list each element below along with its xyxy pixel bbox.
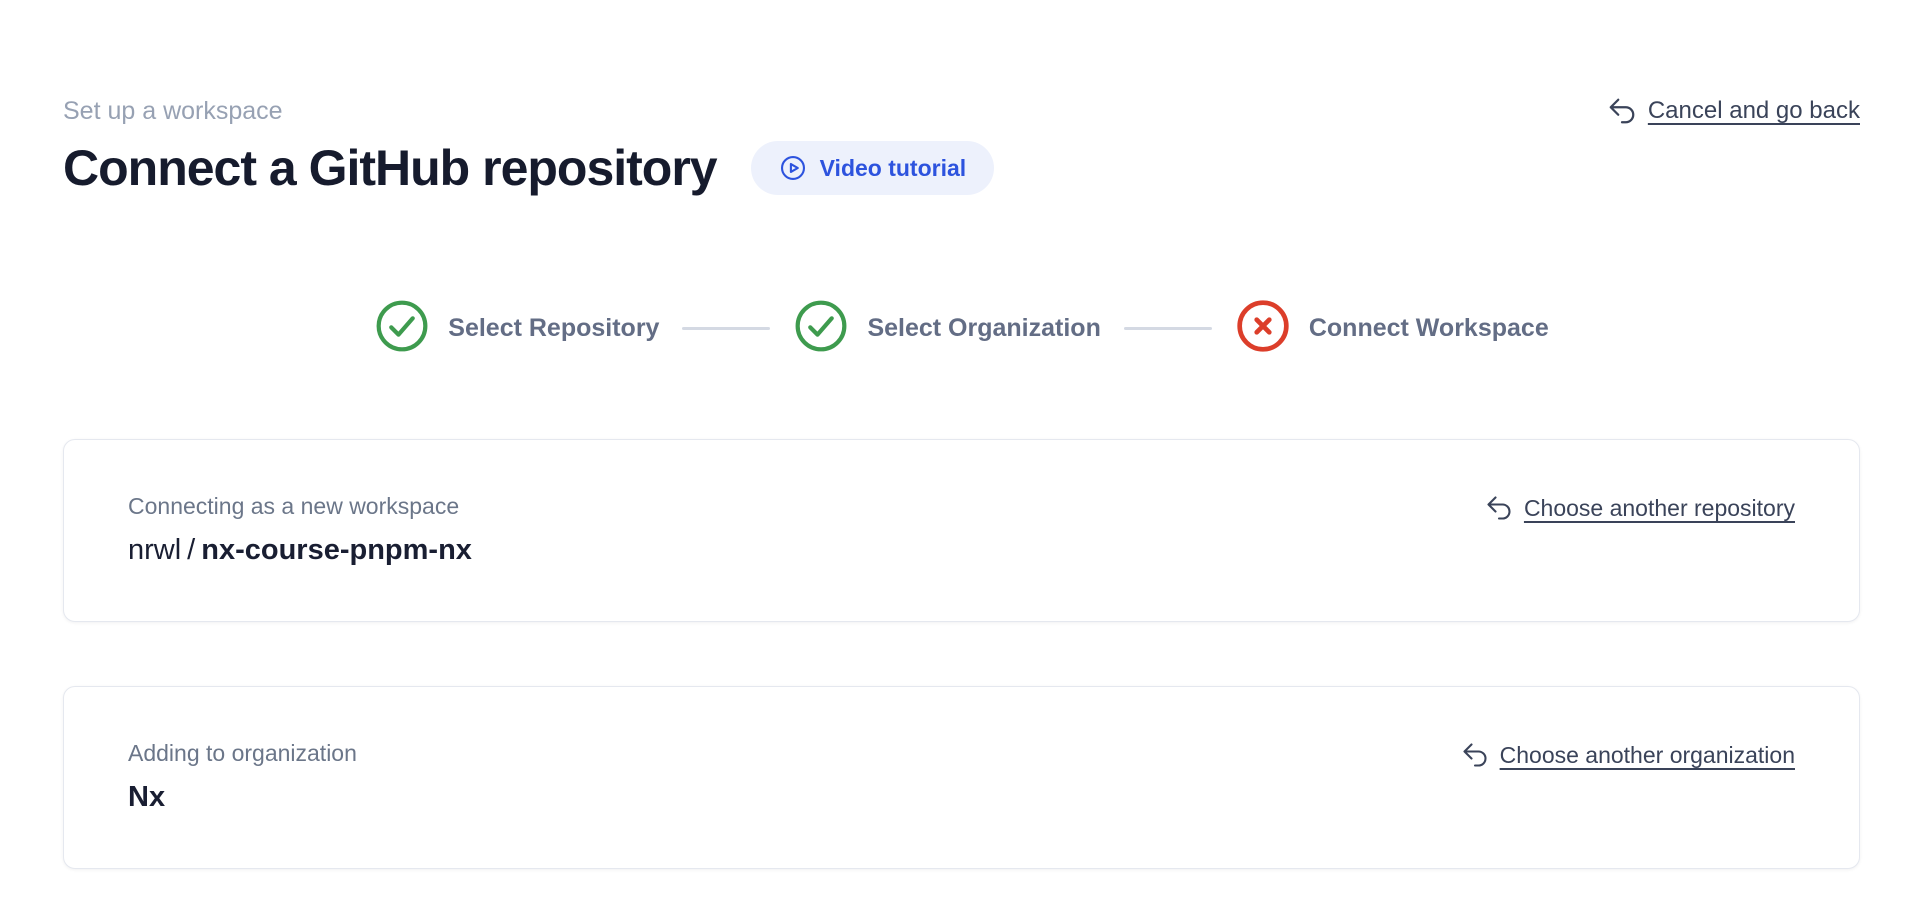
stepper-connector (1123, 327, 1212, 330)
choose-another-organization-label: Choose another organization (1499, 741, 1795, 768)
step-label: Select Organization (867, 314, 1101, 342)
repository-card-label: Connecting as a new workspace (128, 493, 460, 519)
organization-card: Adding to organization Nx Choose another… (63, 686, 1860, 869)
check-circle-icon (374, 298, 430, 359)
x-circle-icon (1235, 298, 1291, 359)
cancel-and-go-back-link[interactable]: Cancel and go back (1607, 96, 1860, 126)
repository-separator: / (187, 534, 196, 566)
step-connect-workspace: Connect Workspace (1235, 298, 1549, 359)
video-tutorial-button[interactable]: Video tutorial (750, 141, 995, 195)
organization-card-label: Adding to organization (128, 740, 357, 766)
eyebrow-label: Set up a workspace (63, 97, 283, 125)
page-title: Connect a GitHub repository (63, 140, 718, 196)
header-left: Set up a workspace Connect a GitHub repo… (63, 96, 995, 197)
step-select-organization: Select Organization (793, 298, 1101, 359)
page-header: Set up a workspace Connect a GitHub repo… (63, 96, 1860, 197)
repository-name: nx-course-pnpm-nx (201, 534, 472, 566)
play-circle-icon (779, 154, 807, 182)
repository-full-name: nrwl/nx-course-pnpm-nx (128, 531, 472, 569)
step-label: Select Repository (448, 314, 660, 342)
title-row: Connect a GitHub repository Video tutori… (63, 139, 995, 197)
organization-card-info: Adding to organization Nx (128, 739, 357, 816)
repository-owner: nrwl (128, 534, 182, 566)
step-label: Connect Workspace (1308, 314, 1549, 342)
step-select-repository: Select Repository (374, 298, 659, 359)
repository-card-info: Connecting as a new workspace nrwl/nx-co… (128, 492, 472, 569)
video-tutorial-label: Video tutorial (819, 154, 967, 181)
choose-another-repository-label: Choose another repository (1523, 494, 1795, 521)
undo-arrow-icon (1485, 494, 1513, 522)
repository-card: Connecting as a new workspace nrwl/nx-co… (63, 439, 1860, 622)
choose-another-organization-link[interactable]: Choose another organization (1461, 741, 1795, 769)
cancel-and-go-back-label: Cancel and go back (1647, 97, 1860, 124)
choose-another-repository-link[interactable]: Choose another repository (1485, 494, 1795, 522)
stepper: Select Repository Select Organization Co… (63, 298, 1860, 359)
organization-name: Nx (128, 781, 166, 813)
undo-arrow-icon (1461, 741, 1489, 769)
check-circle-icon (793, 298, 849, 359)
stepper-connector (682, 327, 771, 330)
undo-arrow-icon (1607, 96, 1637, 126)
